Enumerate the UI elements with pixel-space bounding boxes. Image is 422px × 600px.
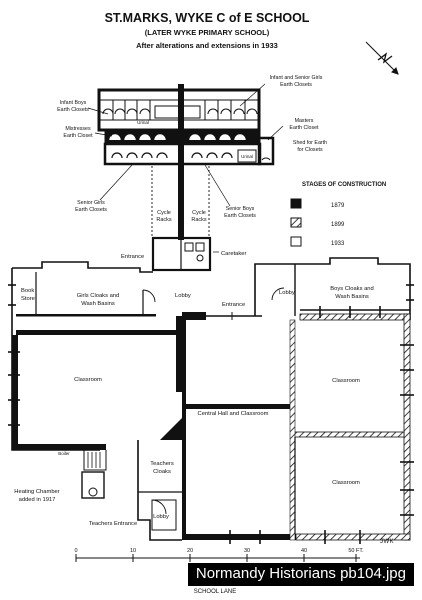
label-lobby-right: Lobby	[279, 290, 295, 296]
label-entrance-mid: Entrance	[222, 302, 245, 308]
label-cycle-left-2: Racks	[156, 217, 172, 223]
label-mistresses-2: Earth Closet	[63, 133, 93, 139]
legend-swatch-1879	[290, 198, 302, 209]
label-leader-lines	[87, 83, 284, 207]
label-infant-senior-girls: Infant and Senior Girls	[270, 75, 323, 81]
earth-closets-block	[97, 84, 275, 166]
label-masters: Masters	[295, 118, 314, 124]
label-boiler: Boiler	[58, 451, 70, 456]
label-girls-cloaks: Girls Cloaks and	[77, 293, 120, 299]
label-urinal-right: Urinal	[241, 154, 253, 159]
label-classroom-right-bottom: Classroom	[332, 480, 360, 486]
legend-swatch-1899	[290, 217, 302, 228]
label-teachers-cloaks: Teachers	[150, 461, 174, 467]
label-school-lane: SCHOOL LANE	[194, 589, 236, 595]
label-infant-boys: Infant Boys	[60, 100, 87, 106]
label-senior-boys-2: Earth Closets	[224, 213, 256, 219]
plan-title: ST.MARKS, WYKE C of E SCHOOL	[105, 11, 310, 25]
label-infant-senior-girls-2: Earth Closets	[280, 82, 312, 88]
label-urinal-left: Urinal	[137, 120, 149, 125]
legend-swatch-1933	[290, 236, 302, 247]
author-initials: JWK	[380, 539, 395, 545]
label-girls-cloaks-2: Wash Basins	[81, 301, 115, 307]
legend-label-1879: 1879	[331, 203, 345, 209]
north-arrow-icon	[365, 41, 399, 75]
label-central-hall: Central Hall and Classroom	[198, 411, 269, 417]
label-shed-2: for Closets	[297, 147, 323, 153]
label-classroom-right-top: Classroom	[332, 378, 360, 384]
label-shed: Shed for Earth	[293, 140, 327, 146]
scale-bar: 0 10 20 30 40 50 FT.	[74, 548, 364, 562]
image-caption: Normandy Historians pb104.jpg	[187, 563, 414, 586]
label-entrance-top: Entrance	[121, 254, 144, 260]
plan-note: After alterations and extensions in 1933	[136, 41, 278, 50]
legend-label-1933: 1933	[331, 241, 345, 247]
scale-tick-20: 20	[187, 548, 193, 554]
scale-tick-10: 10	[130, 548, 136, 554]
label-book-store-2: Store	[21, 296, 35, 302]
scale-tick-40: 40	[301, 548, 307, 554]
main-building-walls	[11, 257, 411, 541]
scale-tick-50: 50 FT.	[348, 548, 364, 554]
label-cycle-right-2: Racks	[191, 217, 207, 223]
central-path	[178, 164, 184, 240]
window-marks	[8, 284, 414, 544]
label-infant-boys-2: Earth Closets	[57, 107, 89, 113]
label-classroom-left: Classroom	[74, 377, 102, 383]
legend-heading: STAGES OF CONSTRUCTION	[302, 182, 386, 188]
legend-label-1899: 1899	[331, 222, 345, 228]
label-masters-2: Earth Closet	[289, 125, 319, 131]
label-lobby-left: Lobby	[175, 293, 191, 299]
caretaker-block	[151, 236, 212, 272]
label-boys-cloaks: Boys Cloaks and	[330, 286, 374, 292]
cycle-rack-lines	[151, 166, 210, 238]
scale-tick-0: 0	[74, 548, 77, 554]
label-senior-girls: Senior Girls	[77, 200, 105, 206]
label-boys-cloaks-2: Wash Basins	[335, 294, 369, 300]
plan-subtitle: (LATER WYKE PRIMARY SCHOOL)	[145, 28, 270, 37]
label-heating-2: added in 1917	[19, 497, 56, 503]
closet-labels: Infant Boys Earth Closets Infant and Sen…	[57, 75, 327, 219]
label-heating: Heating Chamber	[14, 489, 60, 495]
label-mistresses: Mistresses	[65, 126, 91, 132]
label-cycle-right: Cycle	[192, 210, 206, 216]
label-cycle-left: Cycle	[157, 210, 171, 216]
label-lobby-bottom: Lobby	[153, 514, 169, 520]
label-senior-boys: Senior Boys	[226, 206, 255, 212]
label-teachers-entrance: Teachers Entrance	[89, 521, 137, 527]
scale-tick-30: 30	[244, 548, 250, 554]
label-teachers-cloaks-2: Cloaks	[153, 469, 171, 475]
label-caretaker: Caretaker	[221, 251, 247, 257]
label-senior-girls-2: Earth Closets	[75, 207, 107, 213]
label-book-store: Book	[21, 288, 34, 294]
